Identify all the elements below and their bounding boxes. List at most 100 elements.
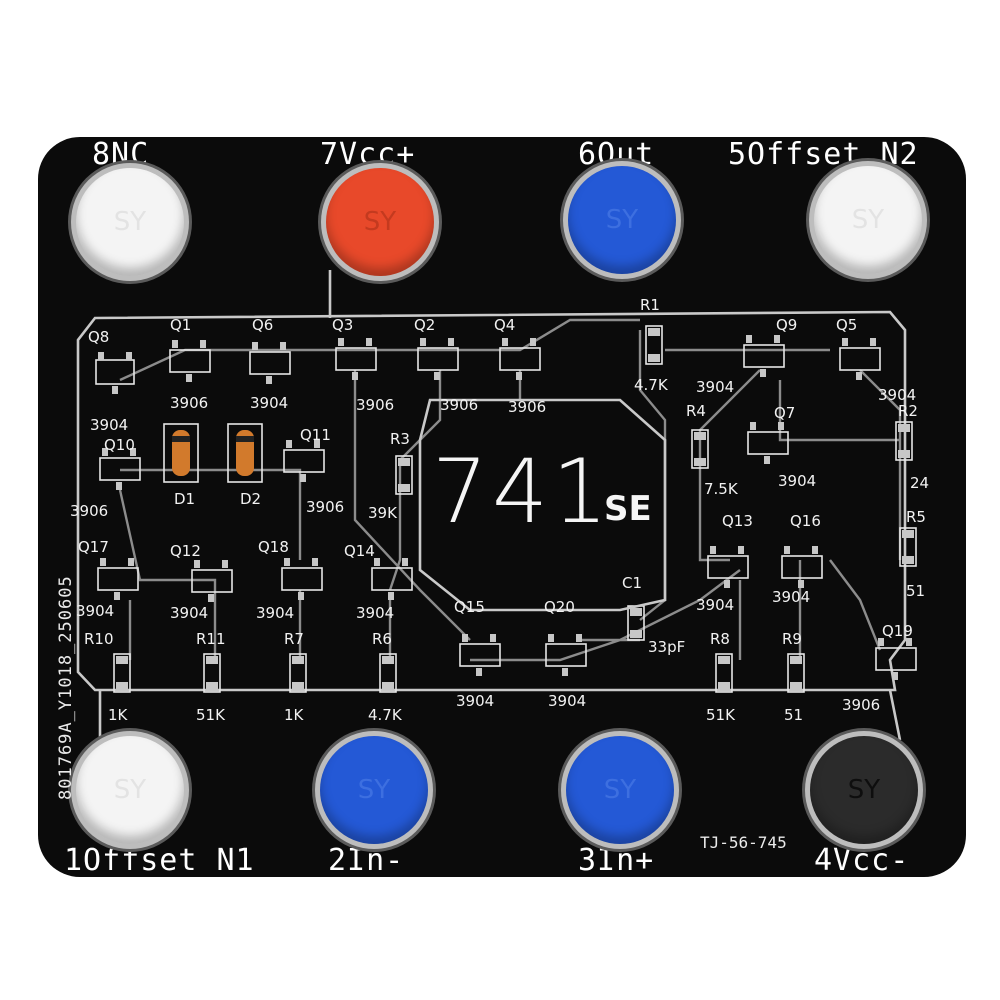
button-marking: SY xyxy=(603,775,637,805)
label-r11: R11 xyxy=(196,630,226,648)
value-q20: 3904 xyxy=(548,692,586,710)
terminal-pin-3[interactable]: SY xyxy=(566,736,674,844)
button-marking: SY xyxy=(363,207,397,237)
chip-suffix: SE xyxy=(604,489,652,529)
label-r6: R6 xyxy=(372,630,392,648)
value-q5: 3904 xyxy=(878,386,916,404)
label-q6: Q6 xyxy=(252,316,273,334)
pin-5-label: 5Offset N2 xyxy=(728,137,919,172)
label-q10: Q10 xyxy=(104,436,135,454)
board-side-code: 801769A_Y1018_250605 xyxy=(56,575,76,800)
label-r4: R4 xyxy=(686,402,706,420)
label-q17: Q17 xyxy=(78,538,109,556)
pin-6-label: 6Out xyxy=(578,137,655,172)
value-c1: 33pF xyxy=(648,638,685,656)
terminal-pin-7[interactable]: SY xyxy=(326,168,434,276)
label-q16: Q16 xyxy=(790,512,821,530)
button-marking: SY xyxy=(113,775,147,805)
diodes xyxy=(163,423,263,483)
label-r9: R9 xyxy=(782,630,802,648)
terminal-pin-1[interactable]: SY xyxy=(76,736,184,844)
value-q19: 3906 xyxy=(842,696,880,714)
label-q8: Q8 xyxy=(88,328,109,346)
value-r4: 7.5K xyxy=(704,480,739,498)
label-d2: D2 xyxy=(240,490,261,508)
value-q13: 3904 xyxy=(696,596,734,614)
value-r6: 4.7K xyxy=(368,706,403,724)
label-r8: R8 xyxy=(710,630,730,648)
chip-number: 741 xyxy=(432,440,612,543)
pin-3-label: 3In+ xyxy=(578,843,655,878)
label-q3: Q3 xyxy=(332,316,353,334)
pin-7-label: 7Vcc+ xyxy=(320,137,416,172)
value-q18: 3904 xyxy=(256,604,294,622)
label-q18: Q18 xyxy=(258,538,289,556)
button-marking: SY xyxy=(357,775,391,805)
label-d1: D1 xyxy=(174,490,195,508)
value-q12: 3904 xyxy=(170,604,208,622)
pin-8-label: 8NC xyxy=(92,137,150,172)
value-r1: 4.7K xyxy=(634,376,669,394)
value-q11: 3906 xyxy=(306,498,344,516)
label-r1: R1 xyxy=(640,296,660,314)
button-marking: SY xyxy=(851,205,885,235)
label-q7: Q7 xyxy=(774,404,795,422)
pin-4-label: 4Vcc- xyxy=(814,843,910,878)
label-r7: R7 xyxy=(284,630,304,648)
value-r7: 1K xyxy=(284,706,305,724)
label-q13: Q13 xyxy=(722,512,753,530)
chip-outline xyxy=(418,398,667,612)
ground-rail xyxy=(98,689,902,760)
label-q1: Q1 xyxy=(170,316,191,334)
button-marking: SY xyxy=(605,205,639,235)
value-q9: 3904 xyxy=(696,378,734,396)
value-q8: 3904 xyxy=(90,416,128,434)
board-part-code: TJ-56-745 xyxy=(700,833,787,852)
label-q15: Q15 xyxy=(454,598,485,616)
label-c1: C1 xyxy=(622,574,642,592)
label-q2: Q2 xyxy=(414,316,435,334)
value-q4: 3906 xyxy=(508,398,546,416)
value-q7: 3904 xyxy=(778,472,816,490)
label-r3: R3 xyxy=(390,430,410,448)
label-r2: R2 xyxy=(898,402,918,420)
label-r10: R10 xyxy=(84,630,114,648)
value-q6: 3904 xyxy=(250,394,288,412)
label-q19: Q19 xyxy=(882,622,913,640)
value-r10: 1K xyxy=(108,706,129,724)
pin-2-label: 2In- xyxy=(328,843,405,878)
button-marking: SY xyxy=(113,207,147,237)
value-q3: 3906 xyxy=(356,396,394,414)
terminal-pin-8[interactable]: SY xyxy=(76,168,184,276)
component-labels: Q8 3904 Q1 3906 Q6 3904 Q3 3906 Q2 3906 … xyxy=(70,296,929,724)
label-q4: Q4 xyxy=(494,316,515,334)
value-q17: 3904 xyxy=(76,602,114,620)
value-r11: 51K xyxy=(196,706,226,724)
value-r8: 51K xyxy=(706,706,736,724)
transistor-footprints xyxy=(95,335,917,680)
terminal-pin-6[interactable]: SY xyxy=(568,166,676,274)
label-r5: R5 xyxy=(906,508,926,526)
value-r9: 51 xyxy=(784,706,803,724)
value-q14: 3904 xyxy=(356,604,394,622)
pin-1-label: 1Offset N1 xyxy=(64,843,255,878)
value-q1: 3906 xyxy=(170,394,208,412)
label-q12: Q12 xyxy=(170,542,201,560)
terminal-pin-4[interactable]: SY xyxy=(810,736,918,844)
value-r5: 51 xyxy=(906,582,925,600)
terminal-pin-5[interactable]: SY xyxy=(814,166,922,274)
value-q2: 3906 xyxy=(440,396,478,414)
passive-footprints xyxy=(113,325,917,693)
label-q5: Q5 xyxy=(836,316,857,334)
terminal-pin-2[interactable]: SY xyxy=(320,736,428,844)
button-marking: SY xyxy=(847,775,881,805)
value-q16: 3904 xyxy=(772,588,810,606)
value-q10: 3906 xyxy=(70,502,108,520)
label-q14: Q14 xyxy=(344,542,375,560)
value-r2: 24 xyxy=(910,474,929,492)
value-q15: 3904 xyxy=(456,692,494,710)
value-r3: 39K xyxy=(368,504,398,522)
label-q20: Q20 xyxy=(544,598,575,616)
pcb-board xyxy=(38,137,966,877)
